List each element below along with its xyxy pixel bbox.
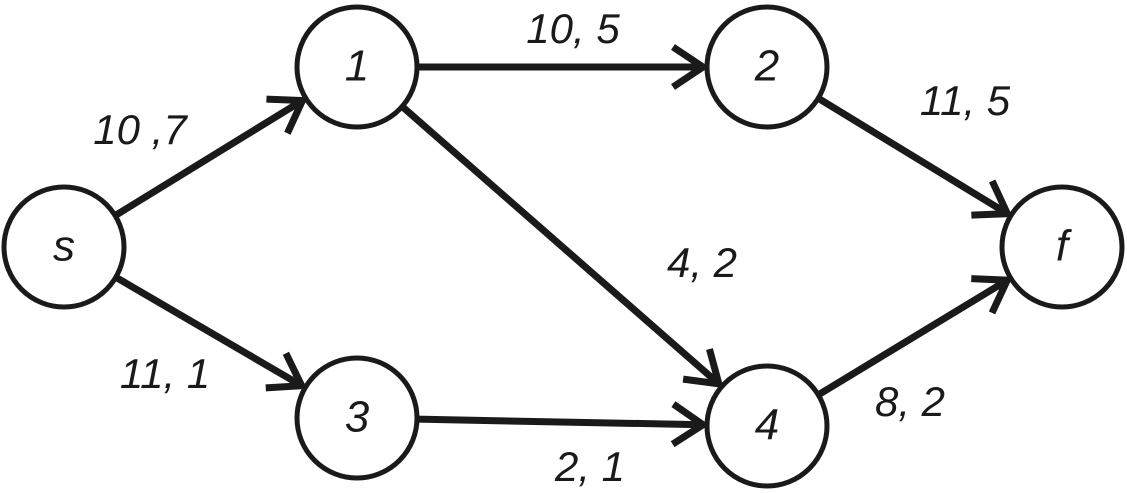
edge-line-s-1: [113, 97, 305, 219]
edge-line-2-f: [816, 95, 1010, 217]
node-label-s: s: [53, 222, 75, 271]
node-circle-f: [999, 184, 1125, 310]
edge-s-1: [113, 95, 308, 219]
edge-line-4-f: [816, 277, 1010, 398]
node-label-2: 2: [754, 42, 779, 91]
node-circle-s: [1, 184, 127, 310]
edge-label-1-4: 4, 2: [667, 239, 737, 286]
edge-label-s-1: 10 ,7: [93, 106, 188, 153]
node-1: 1: [294, 4, 420, 130]
edge-3-4: [416, 401, 710, 448]
edges-layer: [113, 44, 1013, 448]
edge-line-1-4: [399, 103, 722, 387]
arrow-head-1-2: [671, 44, 710, 90]
node-2: 2: [704, 4, 830, 130]
edge-2-f: [816, 95, 1013, 219]
edge-line-3-4: [416, 415, 704, 429]
edge-labels-layer: 10 ,7 11, 1 10, 5 4, 2 2, 1 11, 5 8, 2: [93, 5, 1011, 490]
arrow-head-1-4: [682, 348, 724, 388]
arrow-head-3-4: [670, 401, 710, 448]
edge-1-4: [399, 103, 724, 388]
node-circle-1: [294, 4, 420, 130]
node-circle-3: [294, 355, 420, 481]
node-label-4: 4: [755, 401, 779, 450]
node-s: s: [1, 184, 127, 310]
edge-label-1-2: 10, 5: [526, 5, 620, 52]
edge-s-3: [114, 274, 308, 392]
edge-label-s-3: 11, 1: [120, 350, 210, 397]
edge-label-3-4: 2, 1: [554, 443, 625, 490]
node-circle-2: [704, 4, 830, 130]
edge-label-2-f: 11, 5: [920, 77, 1011, 124]
edge-1-2: [417, 44, 710, 90]
node-label-3: 3: [345, 393, 370, 442]
node-circle-4: [704, 363, 830, 489]
node-3: 3: [294, 355, 420, 481]
node-4: 4: [704, 363, 830, 489]
edge-4-f: [816, 275, 1013, 398]
arrow-head-2-f: [971, 179, 1013, 219]
arrow-head-4-f: [971, 275, 1013, 315]
node-label-1: 1: [345, 42, 369, 91]
node-f: f: [999, 184, 1125, 310]
nodes-layer: s 1 2 3 4 f: [1, 4, 1125, 489]
edge-label-4-f: 8, 2: [875, 378, 945, 425]
arrow-head-s-3: [265, 351, 308, 392]
edge-line-s-3: [114, 274, 304, 389]
arrow-head-s-1: [266, 95, 308, 135]
